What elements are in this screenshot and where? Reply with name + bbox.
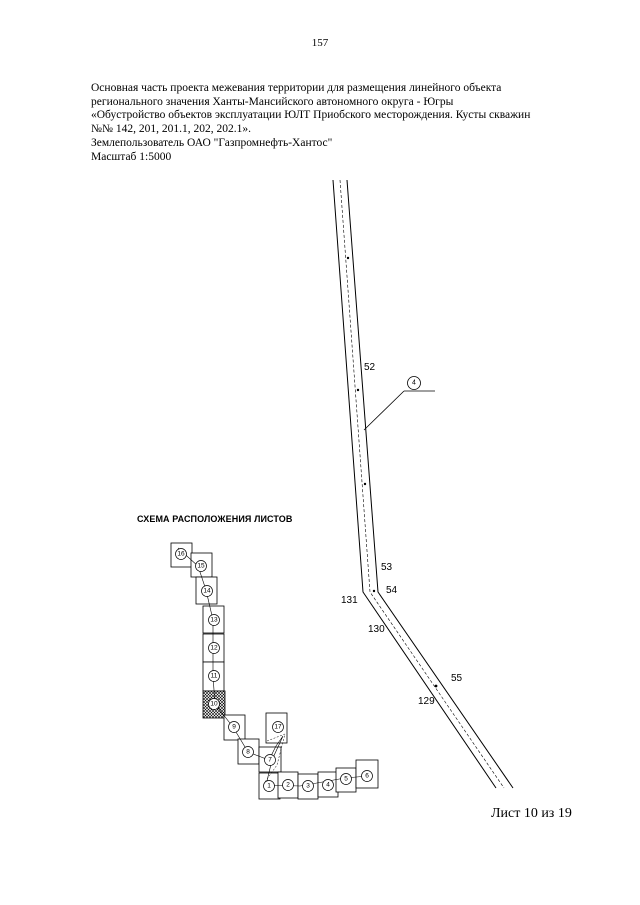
header-line: Основная часть проекта межевания террито…	[91, 82, 502, 94]
sheet-number-11: 11	[208, 670, 220, 682]
sheet-number-17: 17	[272, 721, 284, 733]
svg-text:2: 2	[286, 782, 290, 789]
route-callout: 4	[363, 376, 435, 431]
sheet-number-3: 3	[302, 780, 314, 792]
point-label: 53	[381, 562, 393, 573]
svg-text:4: 4	[326, 782, 330, 789]
svg-text:17: 17	[274, 724, 282, 731]
svg-text:11: 11	[211, 673, 218, 680]
svg-text:16: 16	[177, 551, 185, 558]
sheet-number-5: 5	[340, 773, 352, 785]
route-point-labels: 52 53 54 131 130 55 129	[341, 362, 463, 707]
land-user-line: Землепользователь ОАО "Газпромнефть-Хант…	[91, 136, 333, 149]
header-line: регионального значения Ханты-Мансийского…	[91, 95, 454, 108]
point-label: 55	[451, 673, 463, 684]
point-label: 130	[368, 624, 385, 635]
sheet-number-9: 9	[228, 721, 240, 733]
point-label: 54	[386, 585, 398, 596]
sheet-counter: Лист 10 из 19	[491, 806, 572, 821]
sheet-number-1: 1	[263, 780, 275, 792]
svg-text:9: 9	[232, 724, 236, 731]
point-label: 131	[341, 595, 358, 606]
sheet-number-14: 14	[201, 585, 213, 597]
svg-text:8: 8	[246, 749, 250, 756]
svg-text:1: 1	[267, 783, 271, 790]
header-line: №№ 142, 201, 201.1, 202, 202.1».	[91, 123, 251, 136]
sheet-number-15: 15	[195, 560, 207, 572]
sheet-number-16: 16	[175, 548, 187, 560]
point-label: 52	[364, 362, 376, 373]
svg-text:5: 5	[344, 776, 348, 783]
svg-text:3: 3	[306, 783, 310, 790]
svg-text:14: 14	[203, 588, 211, 595]
callout-number: 4	[412, 380, 416, 387]
sheet-number-2: 2	[282, 779, 294, 791]
svg-text:12: 12	[210, 645, 218, 652]
svg-text:6: 6	[365, 773, 369, 780]
svg-text:15: 15	[197, 563, 205, 570]
sheet-number-6: 6	[361, 770, 373, 782]
page-number: 157	[311, 37, 329, 49]
svg-text:13: 13	[210, 617, 218, 624]
sheet-number-4: 4	[322, 779, 334, 791]
point-label: 129	[418, 696, 435, 707]
route-corridor	[332, 179, 514, 789]
sheet-numbers: 16 15 14 13 12 11 10 9 8 7 17 1 2 3 4 5 …	[175, 548, 373, 792]
sheet-number-12: 12	[208, 642, 220, 654]
scheme-title: СХЕМА РАСПОЛОЖЕНИЯ ЛИСТОВ	[137, 514, 293, 524]
scale-line: Масштаб 1:5000	[91, 150, 172, 163]
scheme-route-dashed	[264, 733, 286, 783]
sheet-number-7: 7	[264, 754, 276, 766]
header-line: «Обустройство объектов эксплуатации ЮЛТ …	[91, 109, 531, 122]
sheet-number-8: 8	[242, 746, 254, 758]
svg-text:10: 10	[210, 701, 218, 708]
sheet-number-10: 10	[208, 698, 220, 710]
svg-text:7: 7	[268, 757, 272, 764]
document-header: Основная часть проекта межевания террито…	[91, 82, 561, 164]
route-markers	[346, 256, 438, 688]
sheet-number-13: 13	[208, 614, 220, 626]
